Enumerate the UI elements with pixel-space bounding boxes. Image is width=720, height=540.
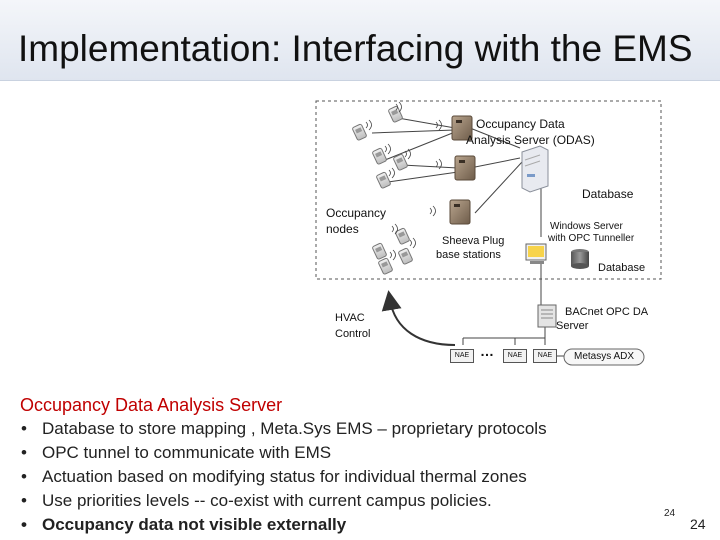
bacnet-label-line2: Server [556,320,589,332]
sheeva-label-line2: base stations [436,249,501,261]
slide-title: Implementation: Interfacing with the EMS [18,28,693,69]
bullet-list: Database to store mapping , Meta.Sys EMS… [20,417,660,537]
odas-label-line2: Analysis Server (ODAS) [466,133,595,147]
bullet-item: Occupancy data not visible externally [20,513,660,537]
bacnet-label-line1: BACnet OPC DA [565,306,649,318]
odas-server-icon [521,145,549,193]
bullet-item: Database to store mapping , Meta.Sys EMS… [20,417,660,441]
odas-label-line1: Occupancy Data [476,117,565,131]
page-number-small: 24 [664,508,676,519]
page-number: 24 [690,516,706,532]
bullet-item: Actuation based on modifying status for … [20,465,660,489]
title-bar: Implementation: Interfacing with the EMS [0,0,720,81]
metasys-box [563,348,645,366]
sheeva-label-line1: Sheeva Plug [442,235,505,247]
hvac-label-line1: HVAC [335,312,365,324]
wireless-signal-icons [365,101,442,261]
hvac-arrow [381,290,456,346]
nae-box-2: NAE [503,349,527,363]
occupancy-node-devices [352,105,413,275]
occupancy-nodes-label-line2: nodes [326,222,359,236]
nae-box-1: NAE [450,349,474,363]
bacnet-server-icon [537,304,557,328]
database-bottom-label: Database [598,262,646,274]
database-top-label: Database [582,187,634,201]
hvac-label-line2: Control [335,328,371,340]
nae-ellipsis: … [480,343,494,359]
slide-body: Occupancy Data Analysis Server Database … [20,393,660,537]
metasys-label: Metasys ADX [574,351,635,362]
windows-server-label-line2: with OPC Tunneller [548,233,635,244]
network-boundary [315,100,662,280]
bullet-item: Use priorities levels -- co-exist with c… [20,489,660,513]
nae-box-3: NAE [533,349,557,363]
connection-lines [371,117,565,357]
windows-server-icon [525,243,589,269]
occupancy-nodes-label-line1: Occupancy [326,206,387,220]
bullet-item: OPC tunnel to communicate with EMS [20,441,660,465]
windows-server-label-line1: Windows Server [550,221,623,232]
sheeva-plug-devices [449,115,476,225]
section-heading: Occupancy Data Analysis Server [20,395,283,415]
